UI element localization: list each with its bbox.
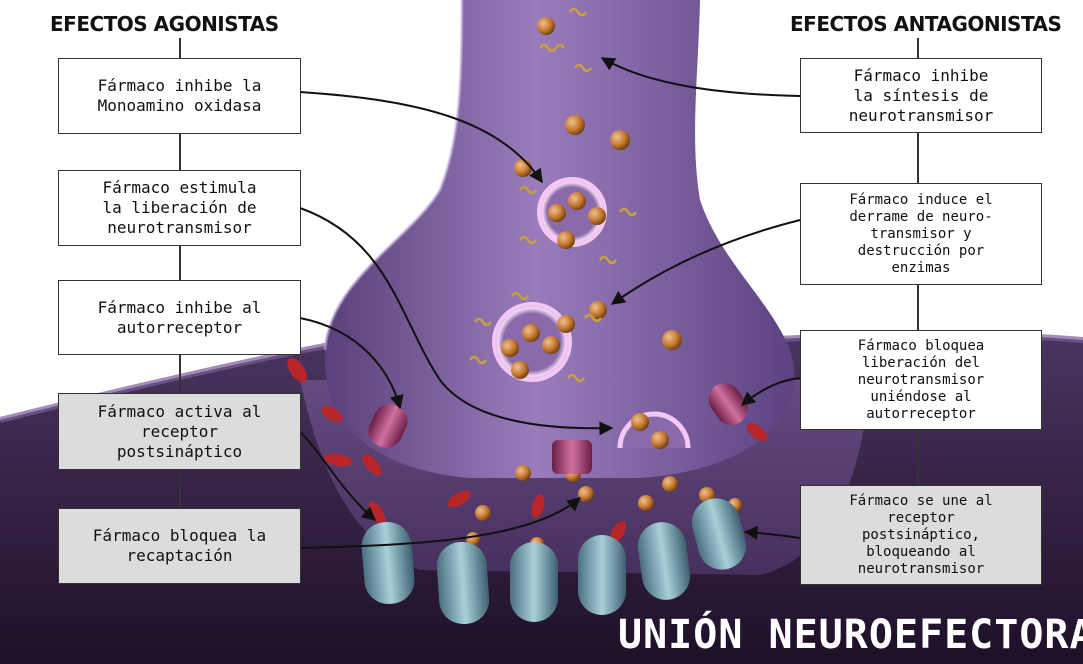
antagonist-effect-synthesis-inhibition: Fármaco inhibe la síntesis de neurotrans… xyxy=(800,58,1042,133)
agonist-effect-postsynaptic-activation: Fármaco activa al receptor postsináptico xyxy=(58,393,301,470)
antagonist-effect-release-block: Fármaco bloquea liberación del neurotran… xyxy=(800,330,1042,430)
footer-title: UNIÓN NEUROEFECTORA xyxy=(618,612,1083,658)
agonist-effect-autoreceptor-inhibition: Fármaco inhibe al autorreceptor xyxy=(58,280,301,355)
agonist-effect-reuptake-block: Fármaco bloquea la recaptación xyxy=(58,508,301,584)
agonist-effect-release-stimulation: Fármaco estimula la liberación de neurot… xyxy=(58,170,301,246)
agonist-effects-header: EFECTOS AGONISTAS xyxy=(50,12,279,36)
agonist-effect-mao-inhibition: Fármaco inhibe la Monoamino oxidasa xyxy=(58,58,301,134)
antagonist-effect-postsynaptic-block: Fármaco se une al receptor postsináptico… xyxy=(800,485,1042,585)
antagonist-effect-leakage-destruction: Fármaco induce el derrame de neuro- tran… xyxy=(800,183,1042,285)
antagonist-effects-header: EFECTOS ANTAGONISTAS xyxy=(790,12,1061,36)
